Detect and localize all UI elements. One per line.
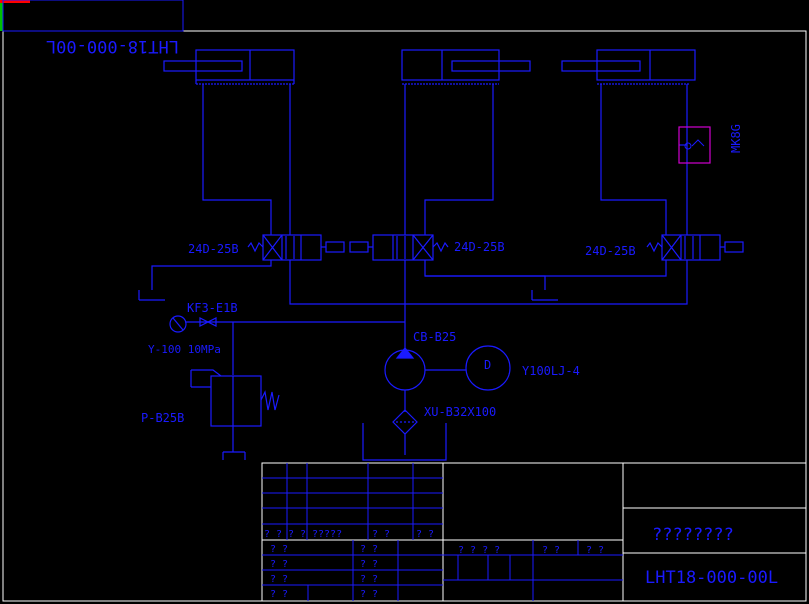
motor-symbol bbox=[465, 345, 511, 391]
pressure-switch-box bbox=[678, 126, 711, 164]
circuit bbox=[138, 49, 744, 461]
tb-cell-label: ? ? ? ? bbox=[458, 545, 500, 556]
tb-cell-label: ? ? bbox=[416, 529, 434, 540]
drawing-number-mirrored: LHT18-000-00L bbox=[46, 36, 179, 56]
drawing-title: ???????? bbox=[652, 525, 734, 545]
filter-label: XU-B32X100 bbox=[424, 405, 496, 419]
tb-cell-label: ? ? bbox=[360, 574, 378, 585]
pressure-switch-label: MK8G bbox=[729, 124, 743, 153]
motor-label: Y100LJ-4 bbox=[522, 364, 580, 378]
pressure-switch-icon bbox=[684, 139, 705, 150]
tb-cell-label: ? ? bbox=[270, 559, 288, 570]
tb-cell-label: ? ? bbox=[360, 589, 378, 600]
valve-center bbox=[349, 234, 449, 261]
tb-cell-label: ? ? bbox=[270, 589, 288, 600]
valve-right bbox=[646, 234, 744, 261]
tb-cell-label: ? ? bbox=[542, 545, 560, 556]
motor-symbol-letter: D bbox=[484, 358, 491, 372]
tb-cell-label: ? ? bbox=[360, 544, 378, 555]
title-block bbox=[261, 462, 807, 602]
title-block-grid bbox=[262, 463, 623, 601]
tb-cell-label: ? ? bbox=[372, 529, 390, 540]
cylinder-center bbox=[401, 49, 531, 85]
ucs-icon-green bbox=[0, 3, 3, 31]
drawing-number: LHT18-000-00L bbox=[645, 568, 778, 588]
tb-cell-label: ? ? bbox=[586, 545, 604, 556]
check-valve-label: KF3-E1B bbox=[187, 301, 238, 315]
ucs-icon-red bbox=[0, 0, 30, 3]
relief-valve-symbol bbox=[190, 369, 280, 427]
tb-cell-label: ? ? bbox=[264, 529, 282, 540]
tb-cell-label: ? ? bbox=[288, 529, 306, 540]
relief-valve-label: P-B25B bbox=[141, 411, 184, 425]
pump-label: CB-B25 bbox=[413, 330, 456, 344]
valve-left-label: 24D-25B bbox=[188, 242, 239, 256]
cylinder-right bbox=[561, 49, 696, 85]
tb-cell-label: ? ? bbox=[270, 544, 288, 555]
tank-symbol bbox=[362, 423, 447, 461]
valve-center-label: 24D-25B bbox=[454, 240, 505, 254]
valve-right-label: 24D-25B bbox=[585, 244, 636, 258]
tb-cell-label: ????? bbox=[312, 529, 342, 540]
cylinder-left bbox=[163, 49, 295, 85]
tb-cell-label: ? ? bbox=[360, 559, 378, 570]
check-valve-symbol bbox=[199, 317, 210, 327]
valve-left bbox=[247, 234, 345, 261]
drawing-number-box bbox=[2, 0, 184, 32]
pressure-gauge-symbol bbox=[169, 315, 187, 333]
tb-cell-label: ? ? bbox=[270, 574, 288, 585]
gauge-label: Y-100 10MPa bbox=[148, 343, 221, 356]
